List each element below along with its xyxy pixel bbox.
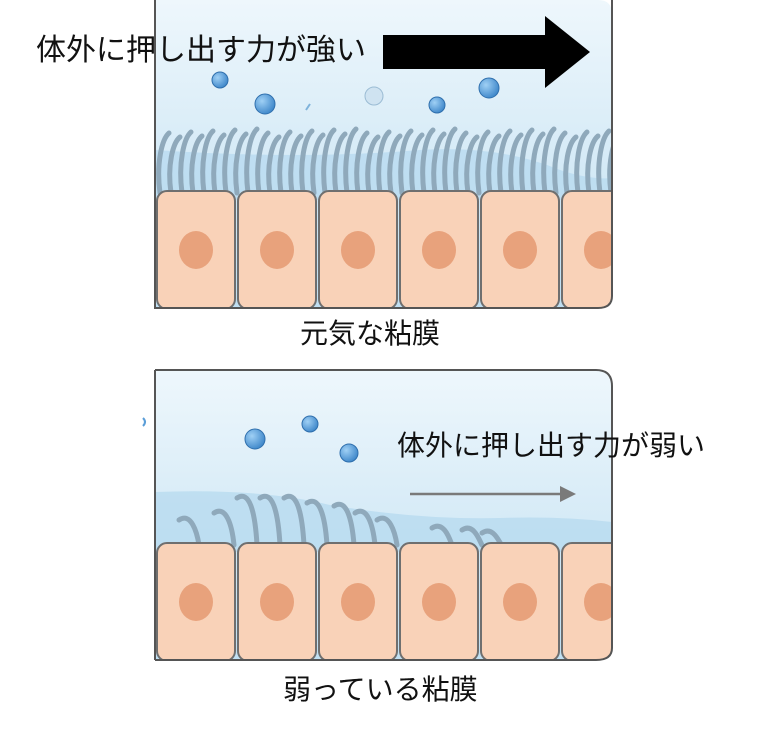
cilium: [354, 130, 370, 196]
cilium: [222, 127, 238, 196]
cilium: [244, 126, 260, 196]
weakened-panel-border: [155, 369, 613, 661]
cilium: [156, 130, 172, 196]
healthy-mucosa-caption: 元気な粘膜: [300, 317, 441, 350]
cilium: [519, 127, 535, 196]
particle: [211, 71, 229, 89]
epithelial-cells: [156, 542, 612, 660]
cilium: [288, 133, 304, 196]
cilium: [233, 131, 249, 196]
particle: [244, 428, 266, 450]
cilium: [409, 132, 425, 196]
strong-push-arrow: [383, 16, 590, 88]
particle: [339, 443, 359, 463]
cell-nucleus: [341, 231, 375, 269]
cilium: [304, 498, 330, 548]
cell-nucleus: [341, 583, 375, 621]
cilium: [332, 131, 348, 196]
cilium: [200, 128, 216, 196]
cell-nucleus: [260, 231, 294, 269]
cilium: [376, 129, 392, 196]
cilium: [211, 508, 237, 548]
weak-force-label: 体外に押し出す力が弱い: [397, 429, 706, 462]
cilium: [257, 493, 283, 548]
particle: [301, 415, 319, 433]
cilium: [398, 128, 414, 196]
cilium: [431, 131, 447, 196]
cell-nucleus: [503, 231, 537, 269]
cilium: [211, 132, 227, 196]
cilium: [508, 132, 524, 196]
cilium: [255, 130, 271, 196]
cilium: [530, 131, 546, 196]
weakened-mucosa-caption: 弱っている粘膜: [283, 673, 478, 706]
cilium: [387, 133, 403, 196]
particle: [142, 417, 146, 427]
cilium: [420, 127, 436, 196]
cilium: [277, 129, 293, 196]
cell-nucleus: [584, 583, 612, 621]
cilium: [585, 133, 601, 196]
cilium: [442, 126, 458, 196]
particle: [254, 93, 276, 115]
cilium: [596, 128, 612, 196]
cilium: [497, 128, 513, 196]
cell-nucleus: [584, 231, 612, 269]
cell-nucleus: [179, 583, 213, 621]
cilium: [574, 129, 590, 196]
cilium: [541, 126, 557, 196]
cilia-group: [176, 493, 505, 548]
particle: [428, 96, 446, 114]
cilium: [167, 134, 183, 196]
cilium: [178, 129, 194, 196]
weak-push-arrow: [410, 486, 576, 502]
particle: [478, 77, 500, 99]
cilium: [321, 127, 337, 196]
cilium: [464, 134, 480, 196]
cilium: [281, 493, 307, 548]
cilium: [310, 132, 326, 196]
cilium: [475, 129, 491, 196]
cell-nucleus: [179, 231, 213, 269]
cilium: [299, 128, 315, 196]
cilium: [459, 525, 485, 548]
cilium: [453, 130, 469, 196]
cell-nucleus: [260, 583, 294, 621]
cilium: [266, 134, 282, 196]
cilium: [552, 130, 568, 196]
cilium: [331, 501, 357, 548]
cilium: [486, 133, 502, 196]
cilium: [189, 133, 205, 196]
particle: [364, 86, 384, 106]
epithelial-cells: [156, 190, 612, 308]
cell-nucleus: [422, 231, 456, 269]
cilia-group: [156, 126, 612, 196]
strong-force-label: 体外に押し出す力が強い: [36, 33, 366, 68]
cilium: [352, 508, 378, 548]
cell-nucleus: [422, 583, 456, 621]
cilium: [374, 515, 400, 548]
weakened-mucosa-panel: [155, 370, 612, 660]
cilium: [563, 134, 579, 196]
cilium: [365, 134, 381, 196]
healthy-panel-border: [154, 0, 613, 309]
cilium: [234, 493, 260, 548]
cilium: [343, 126, 359, 196]
cilium: [176, 515, 202, 548]
particle: [305, 103, 311, 111]
cell-nucleus: [503, 583, 537, 621]
